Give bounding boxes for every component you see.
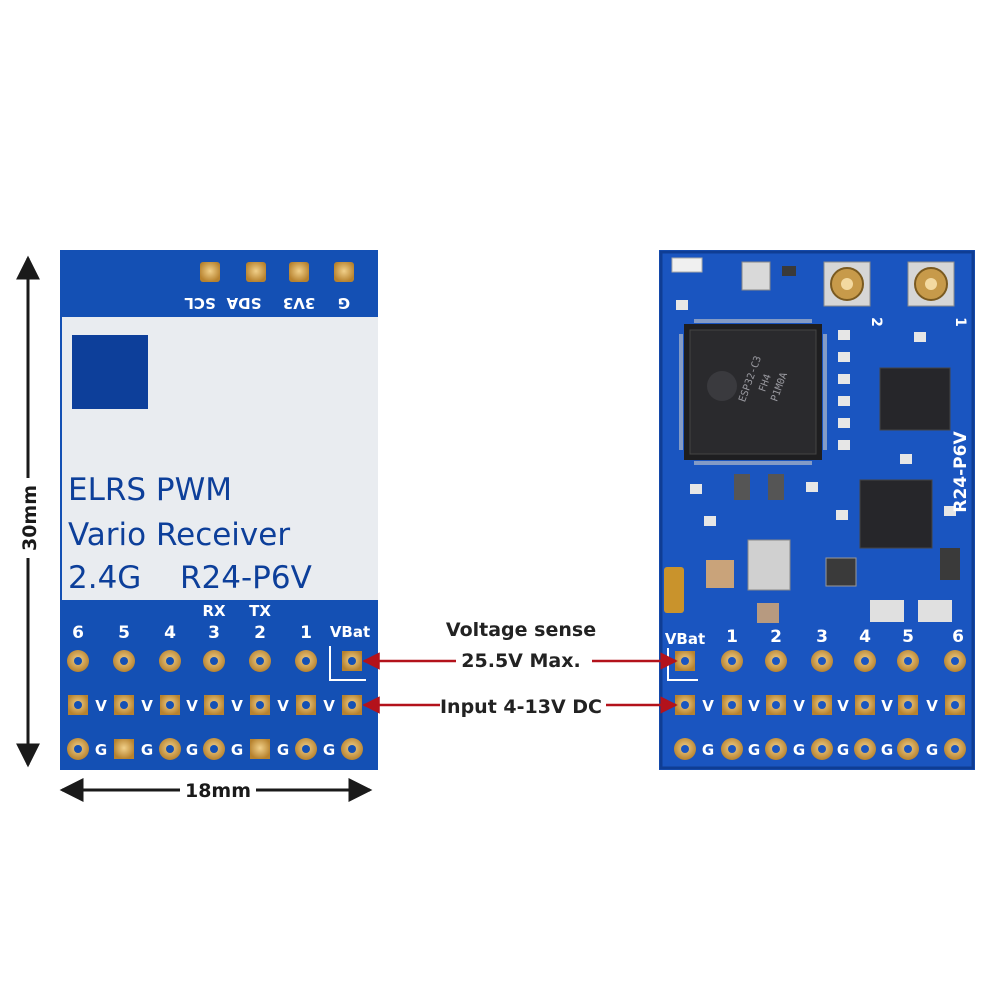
front-top-pads [200, 262, 354, 282]
v-label: V [323, 697, 335, 715]
input-voltage-label: Input 4-13V DC [440, 696, 602, 718]
height-dimension: 30mm [14, 255, 42, 768]
g-label: G [277, 741, 289, 759]
pad-g [334, 262, 354, 282]
v-label: V [881, 697, 893, 715]
pad-scl [200, 262, 220, 282]
crystal [747, 539, 791, 591]
led [671, 257, 703, 273]
front-power-row: V V V V V V [68, 695, 362, 715]
title-line-2: Vario Receiver [68, 517, 290, 553]
front-ground-row: G G G G G G [67, 738, 363, 760]
front-channel-label: 4 [164, 623, 176, 643]
sticker-blue-square [72, 335, 148, 409]
front-signal-row [67, 646, 366, 681]
back-channel-label: 2 [770, 627, 782, 647]
label-rx: RX [202, 602, 226, 620]
antenna-connector-1 [907, 261, 955, 307]
front-channel-label: 1 [300, 623, 312, 643]
back-channel-label: 4 [859, 627, 871, 647]
width-dimension: 18mm [59, 776, 373, 804]
back-power-row: V V V V V V [675, 695, 965, 715]
front-channel-label: 2 [254, 623, 266, 643]
mcu-chip: ESP32-C3 FH4 P1M0A [684, 324, 822, 460]
g-label: G [95, 741, 107, 759]
g-label: G [702, 741, 714, 759]
back-channel-label: 1 [726, 627, 738, 647]
v-label: V [186, 697, 198, 715]
vario-chip [859, 479, 933, 549]
back-ground-row: G G G G G G [674, 738, 966, 760]
back-board: 2 1 ESP32-C3 FH4 P1M0A [659, 250, 975, 770]
back-signal-row [667, 648, 966, 681]
antenna-connector-2 [823, 261, 871, 307]
g-label: G [141, 741, 153, 759]
label-tx: TX [249, 602, 271, 620]
v-label: V [793, 697, 805, 715]
front-channel-label: 3 [208, 623, 220, 643]
antenna-label-2: 2 [868, 317, 884, 327]
back-channel-label: 3 [816, 627, 828, 647]
passive-components [676, 300, 956, 526]
voltage-sense-title: Voltage sense [446, 619, 596, 641]
g-label: G [881, 741, 893, 759]
g-label: G [748, 741, 760, 759]
v-label: V [231, 697, 243, 715]
label-sda: SDA [226, 294, 261, 312]
height-label: 30mm [19, 485, 41, 551]
label-scl: SCL [184, 294, 216, 312]
front-channel-labels: 6 5 4 3 2 1 VBat [72, 623, 370, 643]
front-board: SDA SCL 3V3 G ELRS PWM Vario Receiver 2.… [60, 250, 378, 770]
back-vbat-label: VBat [665, 630, 705, 648]
oscillator [741, 261, 771, 291]
back-channel-labels: 1 2 3 4 5 6 [726, 627, 964, 647]
back-channel-label: 6 [952, 627, 964, 647]
v-label: V [141, 697, 153, 715]
annotations: Voltage sense 25.5V Max. Input 4-13V DC [362, 619, 678, 718]
voltage-sense-limit: 25.5V Max. [461, 650, 580, 672]
back-model-label: R24-P6V [951, 431, 971, 513]
rf-chip [879, 367, 951, 431]
v-label: V [926, 697, 938, 715]
capacitor [706, 560, 734, 588]
back-channel-label: 5 [902, 627, 914, 647]
front-vbat-label: VBat [330, 623, 370, 641]
title-line-3-left: 2.4G [68, 560, 141, 596]
front-top-pad-labels: SDA SCL 3V3 G [184, 294, 350, 312]
g-label: G [231, 741, 243, 759]
v-label: V [748, 697, 760, 715]
v-label: V [837, 697, 849, 715]
front-channel-label: 5 [118, 623, 130, 643]
pad-sda [246, 262, 266, 282]
g-label: G [926, 741, 938, 759]
button [664, 567, 684, 613]
v-label: V [702, 697, 714, 715]
g-label: G [323, 741, 335, 759]
label-3v3: 3V3 [283, 294, 315, 312]
title-line-1: ELRS PWM [68, 472, 232, 508]
g-label: G [186, 741, 198, 759]
front-channel-label: 6 [72, 623, 84, 643]
g-label: G [793, 741, 805, 759]
v-label: V [277, 697, 289, 715]
label-g: G [338, 294, 350, 312]
pad-3v3 [289, 262, 309, 282]
g-label: G [837, 741, 849, 759]
antenna-label-1: 1 [952, 317, 968, 327]
title-line-3-right: R24-P6V [180, 560, 312, 596]
width-label: 18mm [185, 780, 251, 802]
v-label: V [95, 697, 107, 715]
